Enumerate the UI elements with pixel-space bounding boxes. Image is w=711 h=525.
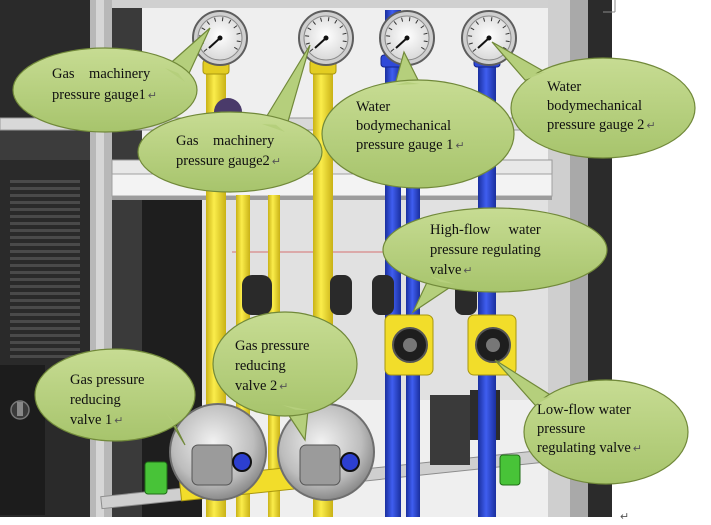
gas-reducing-valves <box>144 403 521 501</box>
callout-label: High-flow water pressure regulating valve↵ <box>430 222 541 278</box>
callout-6: Gas pressure reducing valve 2↵ <box>212 311 358 442</box>
paragraph-mark: ↵ <box>463 265 472 277</box>
vent-slot <box>10 229 80 232</box>
callout-label-line: Water <box>547 79 581 95</box>
vent-slot <box>10 320 80 323</box>
callout-4: Water bodymechanical pressure gauge 2↵ <box>491 41 696 159</box>
vent-slot <box>10 187 80 190</box>
callout-label-line: pressure gauge 2 <box>547 117 644 133</box>
vent-slot <box>10 236 80 239</box>
callout-label-line: reducing <box>235 358 286 374</box>
callout-label-line: pressure regulating <box>430 242 541 258</box>
vent-slot <box>10 243 80 246</box>
callout-bubble <box>510 57 696 159</box>
vent-slot <box>10 208 80 211</box>
callout-label-line: pressure <box>537 421 585 437</box>
callout-label: Gas pressure reducing valve 1↵ <box>70 372 145 428</box>
corner-paragraph-mark: ↵ <box>620 511 629 523</box>
pressure-gauge-1 <box>192 10 248 66</box>
callout-label-line: Water <box>356 99 390 115</box>
vent-slot <box>10 250 80 253</box>
callout-label: Gas machinery pressure gauge1↵ <box>52 66 157 103</box>
vent-slot <box>10 341 80 344</box>
water-regulating-valves <box>372 275 517 376</box>
callout-7: Gas pressure reducing valve 1↵ <box>34 348 196 446</box>
callout-label-line: valve 2 <box>235 378 277 394</box>
callout-label-line: Gas pressure <box>70 372 145 388</box>
vent-slot <box>10 334 80 337</box>
paragraph-mark: ↵ <box>633 443 642 455</box>
gas-regulating-valves <box>242 275 352 315</box>
callout-label-line: pressure gauge2 <box>176 153 270 169</box>
vent-slot <box>10 201 80 204</box>
vent-slot <box>10 285 80 288</box>
paragraph-mark: ↵ <box>272 156 281 168</box>
callout-label-line: Gas machinery <box>52 66 151 82</box>
callout-label-line: bodymechanical <box>547 98 642 114</box>
callout-label-line: pressure gauge 1 <box>356 137 453 153</box>
vent-slots <box>10 180 80 358</box>
vent-slot <box>10 264 80 267</box>
callout-label-line: valve <box>430 262 461 278</box>
vent-slot <box>10 348 80 351</box>
paragraph-mark: ↵ <box>646 120 655 132</box>
vent-slot <box>10 313 80 316</box>
callout-bubble <box>321 79 515 189</box>
vent-slot <box>10 271 80 274</box>
callout-label-line: Gas pressure <box>235 338 310 354</box>
callout-label-line: pressure gauge1 <box>52 87 146 103</box>
vent-slot <box>10 222 80 225</box>
pressure-gauge-2 <box>298 10 354 66</box>
vent-slot <box>10 327 80 330</box>
vent-slot <box>10 257 80 260</box>
paragraph-mark: ↵ <box>279 381 288 393</box>
callout-label-line: High-flow water <box>430 222 541 238</box>
paragraph-mark: ↵ <box>455 140 464 152</box>
callout-label-line: Gas machinery <box>176 133 275 149</box>
callout-label-line: bodymechanical <box>356 118 451 134</box>
callout-bubble <box>523 379 689 485</box>
paragraph-mark: ↵ <box>148 90 157 102</box>
callout-label-line: reducing <box>70 392 121 408</box>
callout-label-line: regulating valve <box>537 440 631 456</box>
callout-label: Water bodymechanical pressure gauge 2↵ <box>547 79 656 133</box>
callout-bubble <box>212 311 358 417</box>
vent-slot <box>10 306 80 309</box>
callout-bubble <box>137 111 323 193</box>
vent-slot <box>10 180 80 183</box>
callout-label: Water bodymechanical pressure gauge 1↵ <box>356 99 465 153</box>
vent-slot <box>10 194 80 197</box>
paragraph-mark: ↵ <box>114 415 123 427</box>
vent-slot <box>10 292 80 295</box>
callout-label: Gas machinery pressure gauge2↵ <box>176 133 281 169</box>
callout-8: Low-flow water pressure regulating valve↵ <box>494 359 689 485</box>
callout-label-line: Low-flow water <box>537 402 631 418</box>
callout-bubble <box>12 47 198 133</box>
callout-1: Gas machinery pressure gauge1↵ <box>12 27 211 133</box>
callout-5: High-flow water pressure regulating valve↵ <box>382 207 608 314</box>
callout-bubble <box>34 348 196 442</box>
callout-label-line: valve 1 <box>70 412 112 428</box>
callout-bubble <box>382 207 608 293</box>
vent-slot <box>10 278 80 281</box>
callout-label: Gas pressure reducing valve 2↵ <box>235 338 310 394</box>
vent-slot <box>10 215 80 218</box>
callout-label: Low-flow water pressure regulating valve↵ <box>537 402 642 456</box>
vent-slot <box>10 355 80 358</box>
callout-3: Water bodymechanical pressure gauge 1↵ <box>321 50 515 189</box>
vent-slot <box>10 299 80 302</box>
